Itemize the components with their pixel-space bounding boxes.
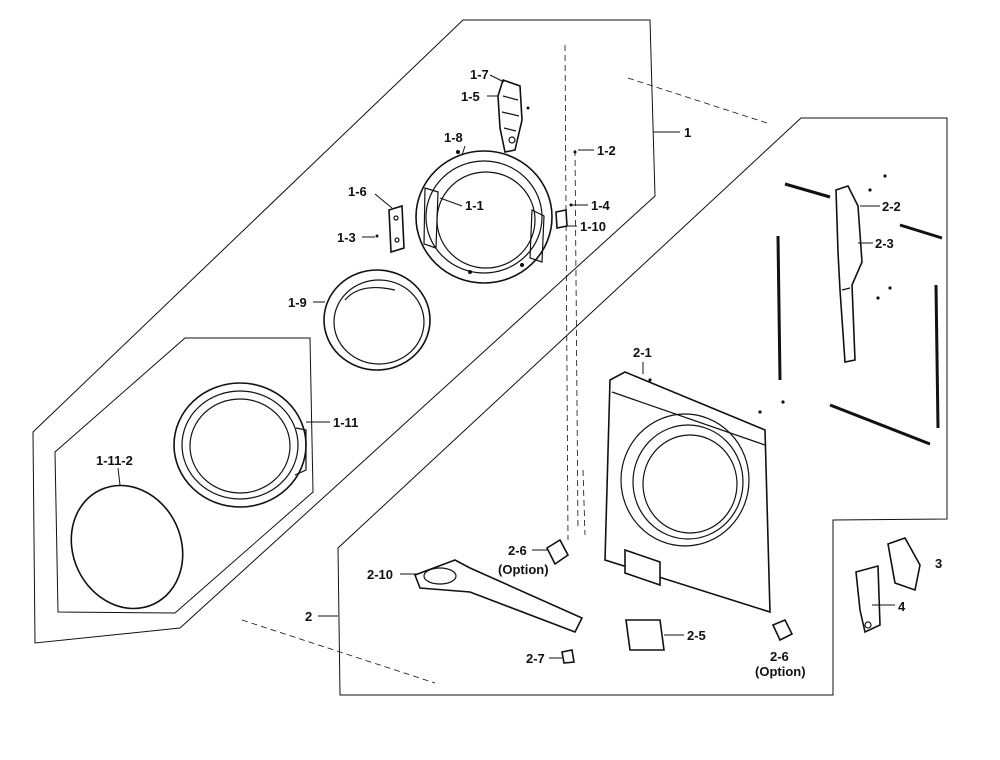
callout-3: 3 (935, 556, 942, 571)
part-door-frame (415, 150, 553, 284)
callout-1-11-2: 1-11-2 (96, 453, 133, 468)
assembly-1-11-outline (54, 337, 314, 614)
panel-edge (829, 403, 931, 446)
callout-4: 4 (898, 599, 906, 614)
callout-option-a: (Option) (498, 562, 549, 577)
callout-1-6: 1-6 (348, 184, 367, 199)
callout-2-7: 2-7 (526, 651, 545, 666)
callout-1-4: 1-4 (591, 198, 611, 213)
panel-edge (899, 223, 943, 240)
callout-1-9: 1-9 (288, 295, 307, 310)
callout-1-5: 1-5 (461, 89, 480, 104)
panel-edge (784, 182, 831, 199)
assembly-2-outline (337, 117, 948, 696)
callout-1: 1 (684, 125, 691, 140)
assembly-1-outline (32, 19, 656, 644)
callout-1-11: 1-11 (333, 415, 358, 430)
callout-2-1: 2-1 (633, 345, 652, 360)
part-door-glass (323, 269, 431, 371)
part-door-cover (173, 382, 307, 508)
part-clip-b (771, 618, 794, 642)
leader-lines (117, 74, 895, 659)
callout-1-10: 1-10 (580, 219, 606, 234)
callout-2-3: 2-3 (875, 236, 894, 251)
callout-1-3: 1-3 (337, 230, 356, 245)
panel-edge (934, 284, 940, 429)
part-latch-housing (625, 619, 665, 651)
part-control-panel (413, 559, 584, 634)
callout-2-10: 2-10 (367, 567, 393, 582)
callout-1-1: 1-1 (465, 198, 484, 213)
part-hinge-upper (497, 78, 530, 153)
part-round-glass (70, 484, 184, 610)
part-front-panel (604, 371, 785, 614)
part-lock-plate (375, 204, 405, 254)
callout-2-6-a: 2-6 (508, 543, 527, 558)
alignment-line (241, 619, 436, 684)
alignment-line (574, 149, 579, 531)
callout-option-b: (Option) (755, 664, 806, 679)
callout-1-8: 1-8 (444, 130, 463, 145)
panel-edge (776, 235, 782, 381)
callout-2-2: 2-2 (882, 199, 901, 214)
alignment-line (582, 469, 586, 536)
part-clip-a (545, 538, 570, 566)
alignment-line (627, 77, 771, 125)
callout-1-7: 1-7 (470, 67, 489, 82)
part-door-lock (855, 537, 921, 634)
alignment-line (564, 44, 569, 541)
callout-2-6-b: 2-6 (770, 649, 789, 664)
callout-2: 2 (305, 609, 312, 624)
part-front-hinge-strip (835, 174, 892, 363)
callout-2-5: 2-5 (687, 628, 706, 643)
callout-1-2: 1-2 (597, 143, 616, 158)
part-fastener (561, 649, 575, 664)
